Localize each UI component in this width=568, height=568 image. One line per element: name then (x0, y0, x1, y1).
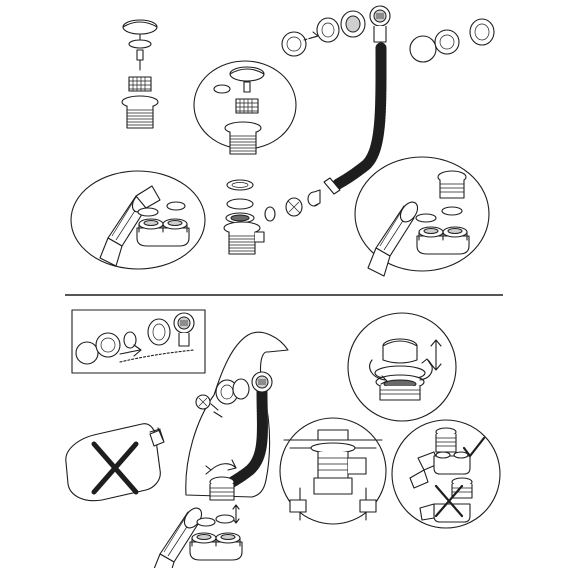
prohibited-cross-icon (91, 441, 139, 495)
rotation-detail-circle (347, 312, 457, 422)
trap-detail-oval-right (354, 156, 490, 277)
waste-trap-bottom (151, 476, 243, 568)
incorrect-assembly (419, 477, 473, 523)
overflow-covers-right (409, 18, 495, 63)
cross-section-circle (279, 417, 387, 525)
cleaner-bottle-prohibited (65, 423, 165, 502)
overflow-inset-box (71, 309, 206, 374)
overflow-parts-top (281, 5, 391, 57)
correct-assembly (409, 427, 486, 489)
wrong-cross-icon (434, 484, 464, 518)
waste-center-stack (223, 179, 265, 255)
trap-detail-oval-left (70, 170, 206, 270)
bath-panel-installation (185, 331, 289, 498)
connector-parts-chain (264, 189, 321, 222)
waste-detail-oval (193, 60, 297, 155)
check-mark-icon (462, 436, 486, 458)
waste-parts-exploded-top-left (121, 19, 159, 129)
flexible-overflow-hose (323, 42, 387, 195)
correct-incorrect-circle (391, 419, 501, 529)
